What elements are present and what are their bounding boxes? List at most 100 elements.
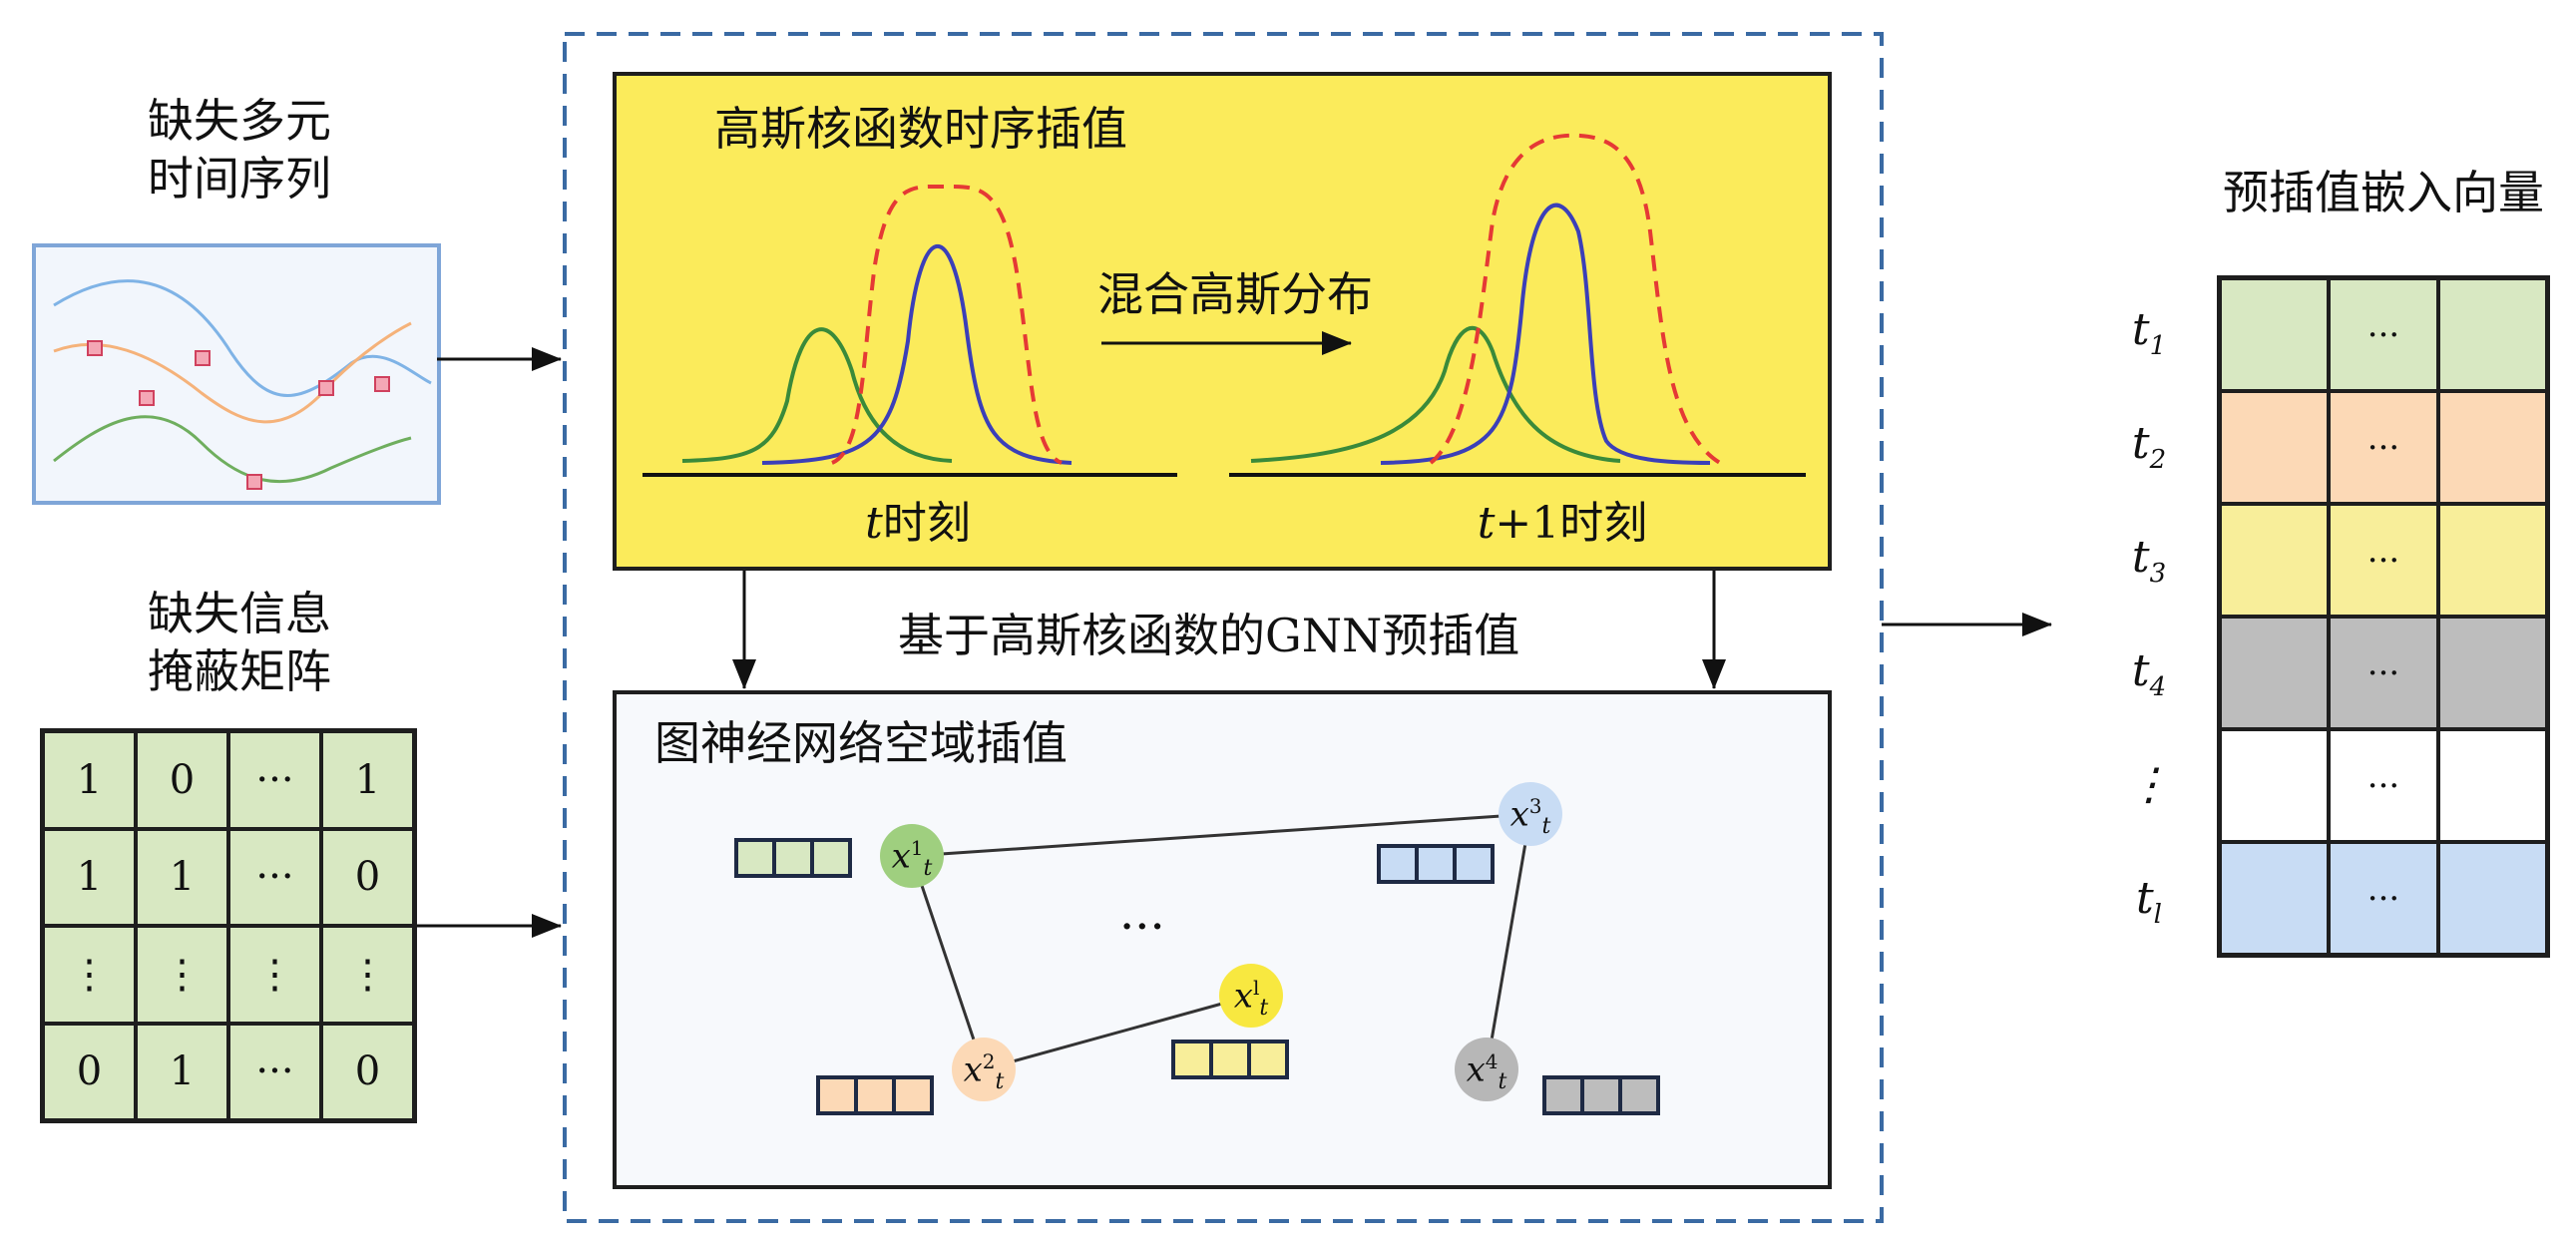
- node-label-2: x2t: [944, 1051, 1024, 1093]
- dashed-module-frame: [563, 32, 1884, 1223]
- edge-1-3: [911, 812, 1531, 858]
- node-sup: 1: [910, 836, 924, 860]
- missing-point: [87, 340, 103, 356]
- time-step-var: t: [2131, 304, 2150, 355]
- graph-node-1: [880, 824, 944, 888]
- embedding-cell: ···: [2329, 729, 2438, 842]
- time-step-label: t1: [2119, 304, 2179, 361]
- mask-cell: 0: [136, 731, 228, 829]
- missing-point: [374, 376, 390, 392]
- embedding-cell: [2220, 278, 2330, 391]
- embedding-cell: ···: [2329, 504, 2438, 617]
- vector-cell-blue: [1415, 844, 1457, 884]
- time-suffix-t: 时刻: [882, 498, 971, 549]
- node-sub: t: [1259, 996, 1269, 1022]
- gaussian-mixture-t1: [1429, 133, 1722, 465]
- embedding-cell: [2437, 391, 2547, 504]
- mask-matrix: 1 0 ··· 1 1 1 ··· 0 ⋮ ⋮ ⋮ ⋮ 0 1 ··· 0: [40, 728, 417, 1123]
- node-sup: 2: [982, 1049, 996, 1073]
- time-var-t1: t: [1477, 498, 1496, 549]
- vector-cell-green: [772, 838, 814, 878]
- node-sup: l: [1252, 976, 1260, 1000]
- mask-cell: ⋮: [136, 926, 228, 1024]
- vector-cell-green: [734, 838, 776, 878]
- gaussian-panel-title: 高斯核函数时序插值: [714, 102, 1127, 156]
- gaussian-panel: [613, 72, 1832, 571]
- graph-node-2: [952, 1038, 1016, 1101]
- edge-3-4: [1485, 813, 1532, 1070]
- node-var: x: [963, 1049, 983, 1090]
- vector-cell-gray: [1618, 1075, 1660, 1115]
- embedding-cell: [2437, 504, 2547, 617]
- mask-cell: 0: [321, 1023, 414, 1120]
- node-var: x: [891, 836, 911, 877]
- series-line-blue: [53, 279, 432, 397]
- time-step-var: t: [2131, 645, 2150, 696]
- node-sub: t: [1498, 1069, 1507, 1095]
- embedding-cell: ···: [2329, 617, 2438, 729]
- embedding-cell: [2437, 842, 2547, 955]
- time-step-label: t4: [2119, 645, 2179, 702]
- vector-cell-yellow: [1171, 1040, 1213, 1079]
- vector-cell-gray: [1580, 1075, 1622, 1115]
- vector-cell-green: [810, 838, 852, 878]
- gaussian-blue-t: [761, 243, 1073, 465]
- mask-cell: 1: [43, 828, 136, 926]
- time-step-label: t2: [2119, 418, 2179, 475]
- missing-point: [195, 350, 211, 366]
- missing-point: [139, 390, 155, 406]
- vector-cell-orange: [892, 1075, 934, 1115]
- graph-node-4: [1455, 1038, 1518, 1101]
- edge-1-2: [910, 855, 986, 1070]
- embedding-cell: ···: [2329, 391, 2438, 504]
- mask-cell: 1: [136, 828, 228, 926]
- node-sup: 3: [1528, 794, 1542, 818]
- node-sub: t: [995, 1069, 1005, 1095]
- node-sup: 4: [1485, 1049, 1499, 1073]
- time-step-index: 4: [2149, 671, 2167, 702]
- time-label-t: t时刻: [848, 495, 988, 553]
- embedding-cell: ···: [2329, 278, 2438, 391]
- mask-title-line2: 掩蔽矩阵: [148, 644, 331, 698]
- edge-2-l: [983, 994, 1252, 1071]
- gaussian-green-t: [681, 327, 953, 463]
- missing-point: [246, 474, 262, 490]
- time-label-t1: t+1时刻: [1453, 495, 1672, 553]
- series-title-line1: 缺失多元: [148, 94, 331, 148]
- vector-cell-yellow: [1247, 1040, 1289, 1079]
- time-step-index: 3: [2149, 558, 2167, 589]
- gaussian-blue-t1: [1380, 203, 1711, 465]
- time-step-var: t: [2135, 873, 2154, 924]
- time-step-label: t3: [2119, 532, 2179, 589]
- vector-cell-blue: [1377, 844, 1419, 884]
- node-label-4: x4t: [1447, 1051, 1526, 1093]
- mask-cell: 0: [321, 828, 414, 926]
- graph-panel-title: 图神经网络空域插值: [654, 716, 1068, 770]
- series-line-green: [53, 415, 412, 484]
- time-step-index: l: [2153, 899, 2162, 930]
- missing-point: [318, 380, 334, 396]
- mixture-label: 混合高斯分布: [1097, 267, 1373, 321]
- vector-cell-blue: [1453, 844, 1495, 884]
- vector-cell-gray: [1542, 1075, 1584, 1115]
- mask-cell: ···: [228, 731, 321, 829]
- multivariate-series-thumbnail: [32, 243, 441, 505]
- mask-cell: ⋮: [43, 926, 136, 1024]
- gaussian-panel-background: [613, 72, 1832, 571]
- mask-title: 缺失信息 掩蔽矩阵: [110, 585, 369, 700]
- mask-cell: ···: [228, 828, 321, 926]
- node-var: x: [1233, 976, 1253, 1017]
- embedding-cell: [2437, 729, 2547, 842]
- output-title: 预插值嵌入向量: [2223, 166, 2544, 219]
- graph-ellipsis: ···: [1119, 899, 1165, 955]
- mask-cell: ⋮: [228, 926, 321, 1024]
- time-step-label: ⋮: [2119, 759, 2179, 810]
- time-suffix-t1: +1时刻: [1495, 498, 1648, 549]
- time-step-var: t: [2131, 418, 2150, 469]
- node-sub: t: [1541, 814, 1551, 840]
- vector-cell-orange: [854, 1075, 896, 1115]
- time-step-var: ⋮: [2127, 759, 2171, 810]
- embedding-cell: [2220, 729, 2330, 842]
- mask-cell: 0: [43, 1023, 136, 1120]
